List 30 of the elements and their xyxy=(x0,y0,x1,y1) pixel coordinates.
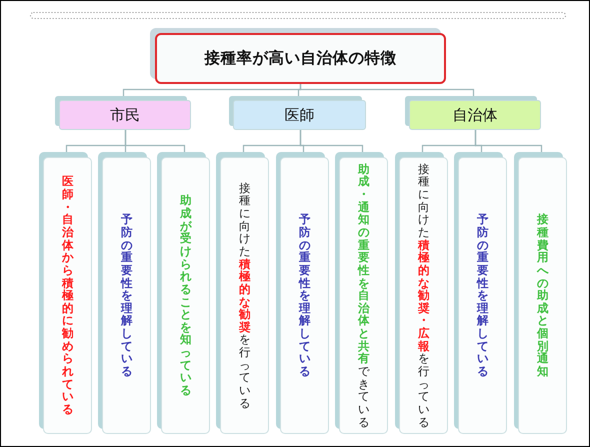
item-card xyxy=(335,152,388,434)
vertical-text: 予防の重要性を理解している xyxy=(120,213,132,378)
category-box xyxy=(229,96,366,130)
category-label: 医師 xyxy=(284,106,314,124)
vertical-text: 接種に向けた積極的な勧奨・広報を行っている xyxy=(418,162,430,428)
item-card xyxy=(395,152,448,434)
item-card xyxy=(514,152,567,434)
title-text: 接種率が高い自治体の特徴 xyxy=(204,48,396,69)
item-card xyxy=(276,152,329,434)
title-box xyxy=(150,28,446,84)
category-box xyxy=(405,96,541,130)
item-card xyxy=(454,152,507,434)
connector-line xyxy=(300,84,474,96)
vertical-text: 医師・自治体から積極的に勧められている xyxy=(62,175,74,416)
category-box xyxy=(55,96,191,130)
item-card xyxy=(157,152,210,434)
connector-line xyxy=(124,130,186,152)
vertical-text: 接種費用への助成と個別通知 xyxy=(536,213,548,378)
vertical-text: 助成・通知の重要性を自治体と共有できている xyxy=(358,162,370,428)
item-card xyxy=(216,152,269,434)
item-card xyxy=(98,152,151,434)
vertical-text: 助成が受けられることを知っている xyxy=(180,194,192,397)
connector-line xyxy=(300,130,364,152)
vertical-text: 予防の重要性を理解している xyxy=(476,213,488,378)
item-card xyxy=(39,152,92,434)
category-label: 自治体 xyxy=(452,106,498,124)
category-label: 市民 xyxy=(110,106,140,124)
vertical-text: 予防の重要性を理解している xyxy=(298,213,310,378)
vertical-text: 接種に向けた積極的な勧奨を行っている xyxy=(238,182,250,410)
connector-line xyxy=(474,130,542,152)
